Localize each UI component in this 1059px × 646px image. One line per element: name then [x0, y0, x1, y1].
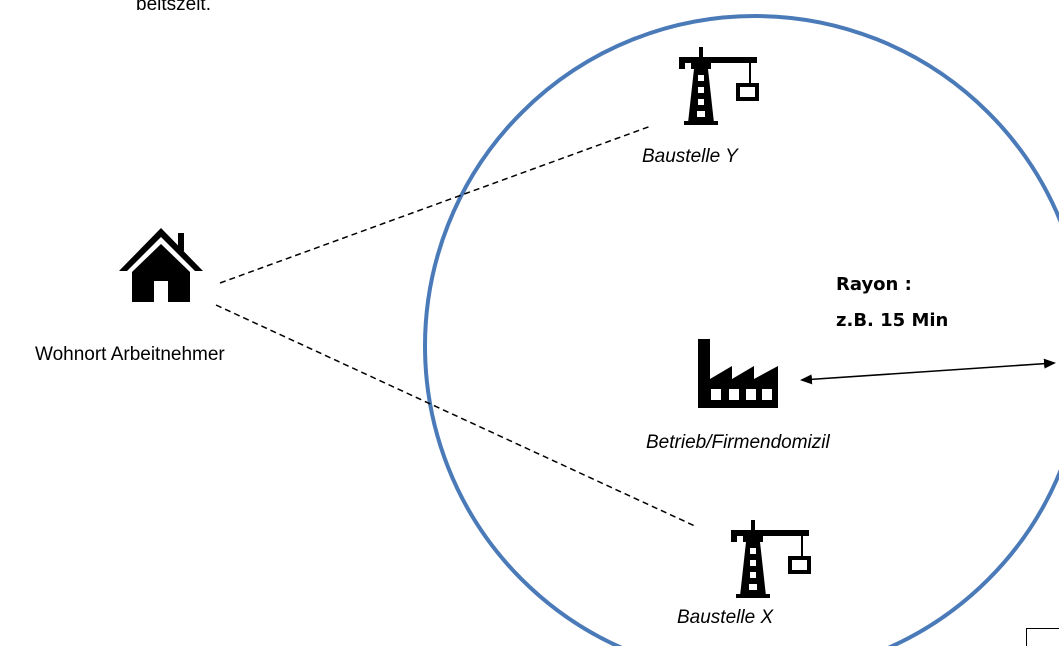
house-icon	[119, 228, 203, 302]
factory-icon	[698, 339, 778, 408]
company-label: Betrieb/Firmendomizil	[646, 432, 830, 453]
corner-box	[1026, 628, 1059, 646]
site-x-label: Baustelle X	[677, 607, 774, 628]
path-to-site-x	[215, 304, 698, 528]
header-text-fragment: beitszeit.	[136, 0, 211, 15]
site-y-label: Baustelle Y	[642, 146, 738, 167]
crane-icon	[679, 47, 759, 125]
radius-value: z.B. 15 Min	[836, 310, 949, 331]
radius-title: Rayon :	[836, 274, 912, 295]
radius-circle	[423, 14, 1059, 646]
crane-icon	[731, 520, 811, 598]
path-to-site-y	[219, 125, 652, 284]
home-label: Wohnort Arbeitnehmer	[35, 344, 225, 365]
radius-arrow	[800, 358, 1056, 385]
